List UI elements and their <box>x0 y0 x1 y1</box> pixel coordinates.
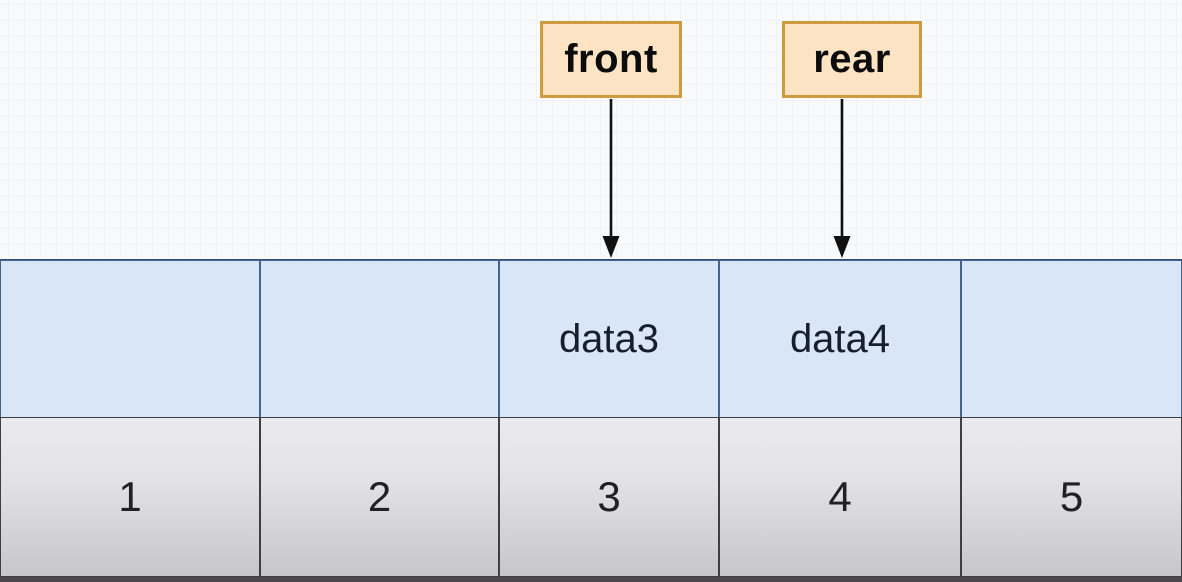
queue-value-cell <box>961 260 1182 418</box>
queue-index-cell: 2 <box>260 417 499 577</box>
rear-arrow-icon <box>833 99 851 258</box>
queue-index-cell: 3 <box>499 417 719 577</box>
queue-index-cell: 4 <box>719 417 961 577</box>
queue-value-cell: data3 <box>499 260 719 418</box>
rear-pointer-box: rear <box>782 21 922 98</box>
front-arrow-icon <box>602 99 620 258</box>
bottom-edge-bar <box>0 577 1182 582</box>
queue-value-cell <box>0 260 260 418</box>
queue-index-row: 1 2 3 4 5 <box>0 417 1182 577</box>
front-pointer-label: front <box>564 37 658 81</box>
queue-index-cell: 5 <box>961 417 1182 577</box>
queue-values-row: data3 data4 <box>0 259 1182 419</box>
queue-index-cell: 1 <box>0 417 260 577</box>
rear-pointer-label: rear <box>813 37 891 81</box>
queue-value-cell: data4 <box>719 260 961 418</box>
queue-value-cell <box>260 260 499 418</box>
front-pointer-box: front <box>540 21 682 98</box>
